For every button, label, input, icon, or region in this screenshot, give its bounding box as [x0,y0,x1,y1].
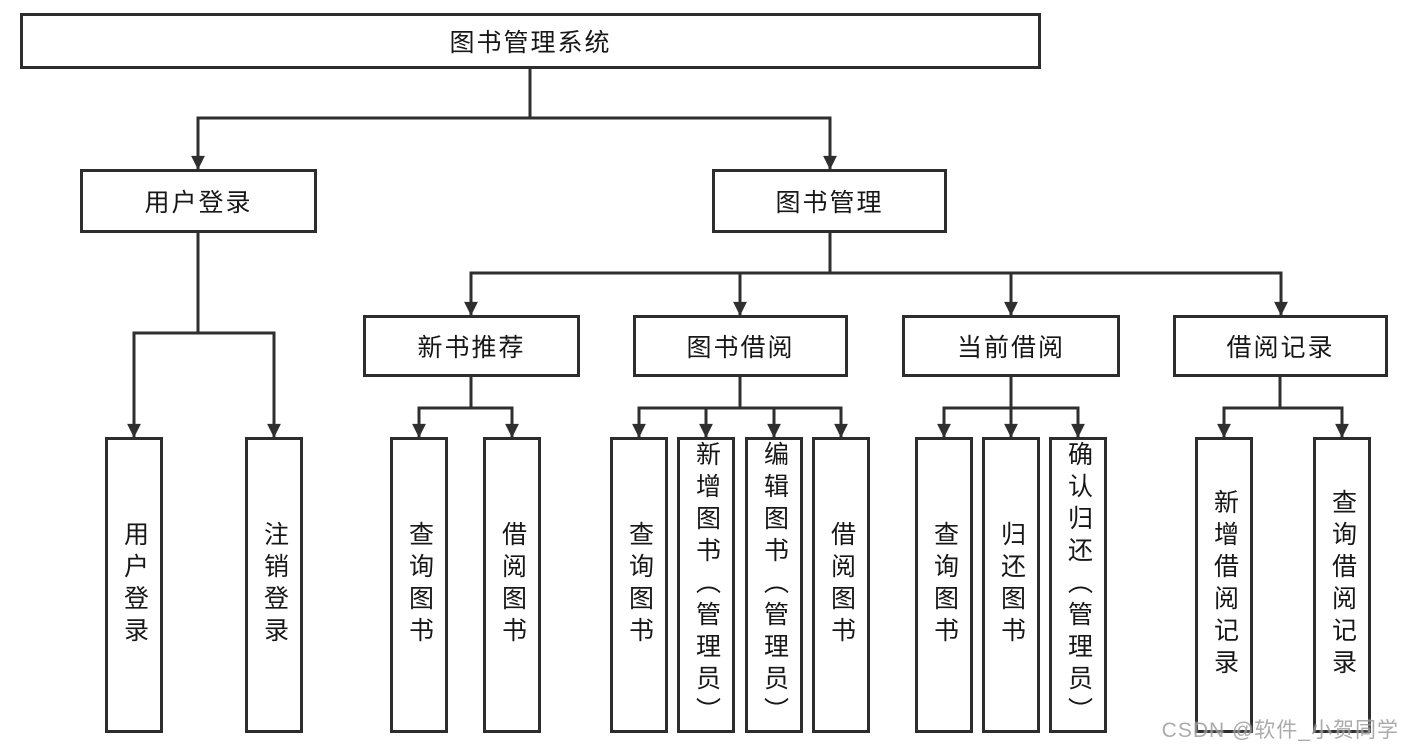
box-leaf-return-books: 归还图书 [982,437,1040,733]
box-leaf-user-login-label: 用户登录 [120,521,149,649]
box-leaf-borrow-books-borrowing: 借阅图书 [812,437,870,733]
box-leaf-confirm-return-admin: 确认归还（管理员） [1049,437,1107,733]
box-leaf-add-borrow-record: 新增借阅记录 [1195,437,1253,733]
box-library-system-label: 图书管理系统 [449,29,612,57]
box-leaf-borrow-books-recommend-label: 借阅图书 [498,521,527,649]
box-book-management: 图书管理 [712,169,947,233]
box-new-book-recommendation-label: 新书推荐 [417,334,526,362]
box-leaf-query-borrow-record: 查询借阅记录 [1313,437,1371,733]
box-leaf-logout-label: 注销登录 [260,521,289,649]
box-leaf-add-books-admin-label: 新增图书（管理员） [692,441,721,729]
box-current-borrowing: 当前借阅 [902,315,1120,377]
box-leaf-query-books-current-label: 查询图书 [930,521,959,649]
box-leaf-query-books-borrowing: 查询图书 [610,437,668,733]
box-borrowing-records: 借阅记录 [1173,315,1388,377]
box-user-login: 用户登录 [80,169,317,233]
box-leaf-edit-books-admin-label: 编辑图书（管理员） [760,441,789,729]
box-library-system: 图书管理系统 [20,13,1041,69]
box-current-borrowing-label: 当前借阅 [956,334,1065,362]
box-borrowing-records-label: 借阅记录 [1226,334,1335,362]
box-leaf-query-borrow-record-label: 查询借阅记录 [1328,489,1357,681]
box-book-borrowing-label: 图书借阅 [686,334,795,362]
box-leaf-user-login: 用户登录 [105,437,163,733]
box-leaf-add-books-admin: 新增图书（管理员） [677,437,735,733]
box-leaf-query-books-recommend-label: 查询图书 [405,521,434,649]
box-leaf-borrow-books-recommend: 借阅图书 [483,437,541,733]
box-new-book-recommendation: 新书推荐 [363,315,580,377]
box-book-management-label: 图书管理 [775,189,884,217]
box-leaf-confirm-return-admin-label: 确认归还（管理员） [1064,441,1093,729]
box-leaf-query-books-borrowing-label: 查询图书 [625,521,654,649]
box-leaf-query-books-recommend: 查询图书 [390,437,448,733]
box-leaf-edit-books-admin: 编辑图书（管理员） [745,437,803,733]
box-book-borrowing: 图书借阅 [633,315,848,377]
box-leaf-query-books-current: 查询图书 [915,437,973,733]
box-leaf-logout: 注销登录 [245,437,303,733]
box-leaf-add-borrow-record-label: 新增借阅记录 [1210,489,1239,681]
csdn-watermark: CSDN @软件_小贺同学 [1161,719,1399,742]
box-user-login-label: 用户登录 [144,189,253,217]
box-leaf-borrow-books-borrowing-label: 借阅图书 [827,521,856,649]
box-leaf-return-books-label: 归还图书 [997,521,1026,649]
